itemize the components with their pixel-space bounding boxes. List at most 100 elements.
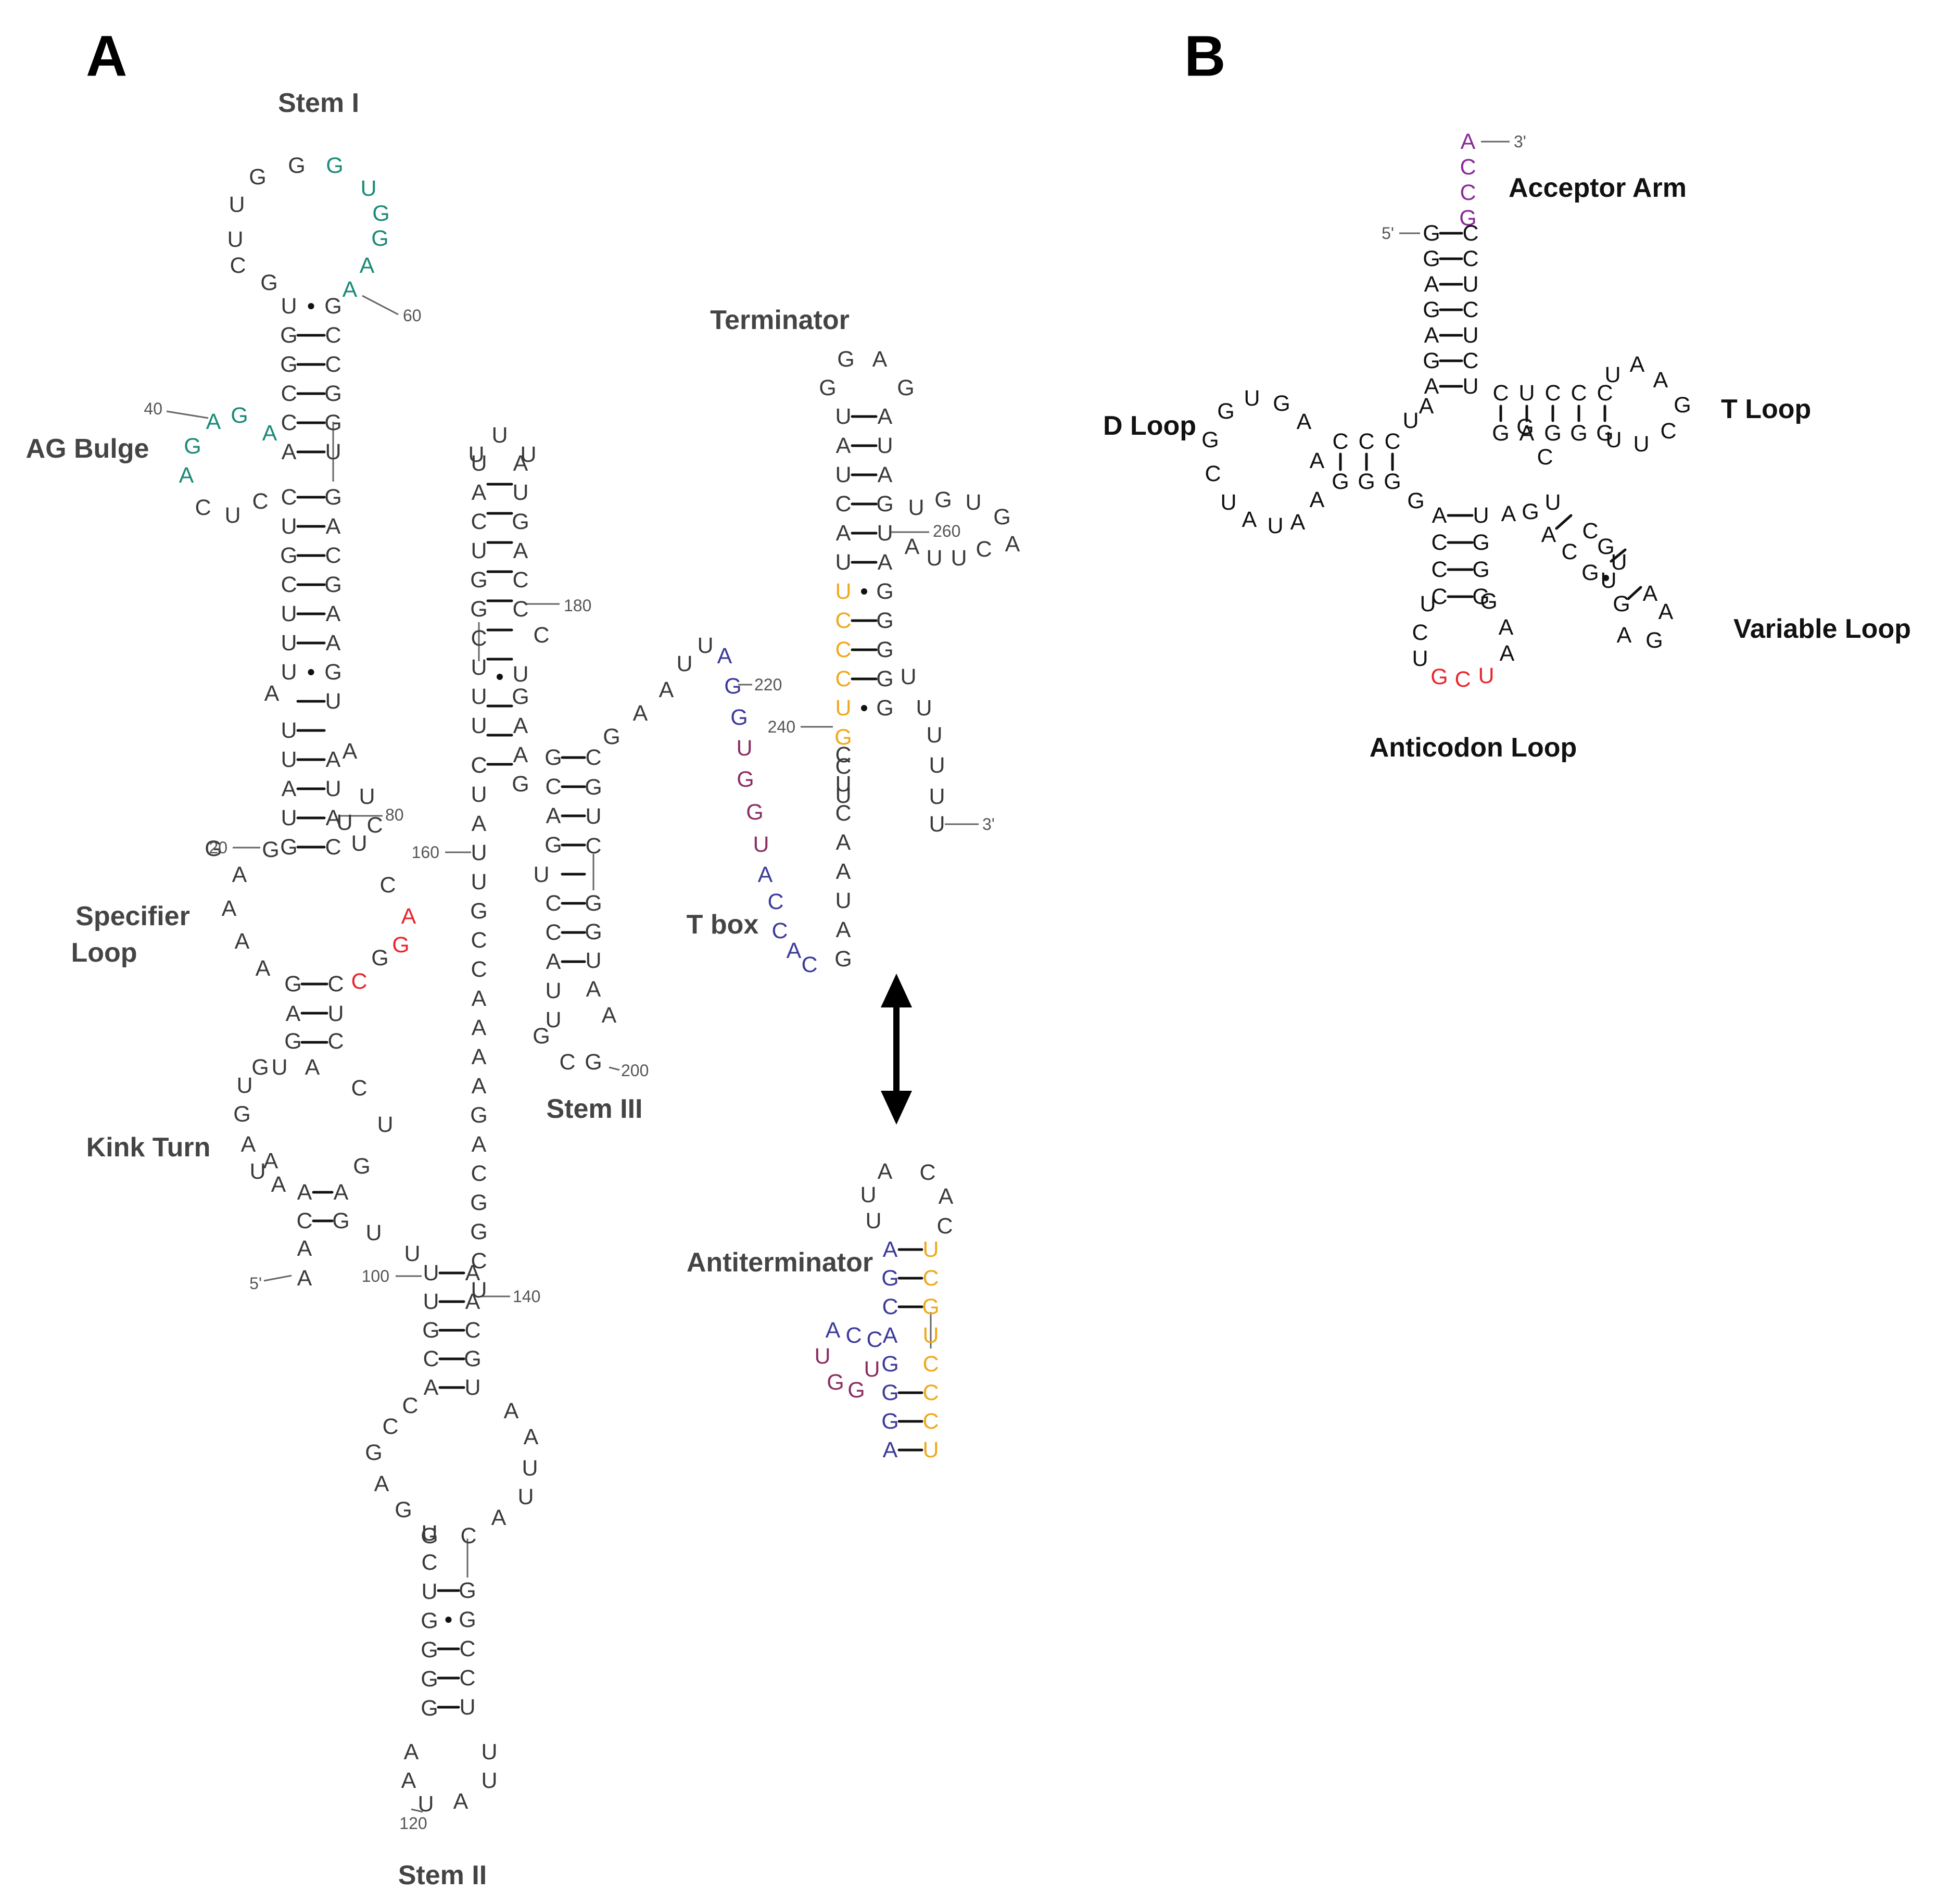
nucleotide: A	[282, 439, 297, 464]
number-220: 220	[754, 675, 782, 694]
nucleotide: C	[1332, 429, 1348, 454]
nucleotide: A	[453, 1789, 468, 1814]
nucleotide: U	[1633, 432, 1649, 457]
nucleotide: C	[325, 323, 341, 348]
nucleotide: U	[471, 782, 487, 807]
nucleotide: A	[297, 1180, 312, 1205]
nucleotide: U	[325, 439, 341, 464]
nucleotide: A	[222, 896, 237, 921]
nucleotide: A	[1630, 352, 1645, 377]
nucleotide: G	[1459, 206, 1476, 231]
nucleotide: G	[470, 899, 487, 924]
number-60: 60	[403, 306, 422, 325]
nucleotide: U	[1462, 323, 1478, 348]
nucleotide: U	[325, 689, 341, 714]
nucleotide: G	[585, 919, 602, 944]
nucleotide: U	[471, 655, 487, 680]
nucleotide: U	[421, 1521, 437, 1546]
nucleotide: U	[417, 1792, 434, 1817]
nucleotide: A	[1500, 641, 1515, 666]
nucleotide: A	[343, 277, 358, 302]
nucleotide: U	[860, 1182, 876, 1207]
number-180: 180	[564, 596, 591, 615]
nucleotide: U	[835, 404, 851, 429]
nucleotide: U	[325, 776, 341, 801]
nucleotide: U	[676, 651, 692, 676]
nucleotide: C	[296, 1208, 312, 1233]
nucleotide: C	[1384, 429, 1400, 454]
nucleotide: U	[922, 1237, 939, 1262]
nucleotide: A	[465, 1289, 480, 1314]
nucleotide: G	[1597, 534, 1614, 559]
nucleotide: G	[324, 572, 341, 597]
nucleotide: C	[919, 1160, 935, 1185]
nucleotide: A	[787, 938, 802, 963]
nucleotide: G	[205, 836, 222, 861]
nucleotide: C	[835, 742, 851, 767]
nucleotide: C	[471, 753, 487, 778]
nucleotide: G	[231, 403, 248, 428]
nucleotide: G	[1570, 421, 1587, 446]
wobble-pair-dot	[497, 674, 503, 680]
nucleotide: G	[1522, 499, 1539, 524]
nucleotide: G	[730, 705, 748, 730]
nucleotide: C	[325, 835, 341, 860]
nucleotide: C	[835, 666, 851, 691]
nucleotide: A	[1419, 394, 1434, 419]
nucleotide: A	[1310, 487, 1325, 512]
nucleotide: A	[305, 1055, 320, 1080]
nucleotide: G	[184, 434, 201, 459]
nucleotide: U	[877, 521, 893, 546]
nucleotide: G	[512, 772, 529, 797]
nucleotide: G	[545, 745, 562, 770]
nucleotide: A	[286, 1001, 301, 1026]
nucleotide: C	[379, 873, 396, 898]
label-ag-bulge: AG Bulge	[26, 434, 149, 464]
nucleotide: G	[922, 1294, 939, 1319]
nucleotide: C	[801, 952, 817, 977]
nucleotide: G	[881, 1380, 898, 1405]
nucleotide: A	[504, 1398, 519, 1423]
nucleotide: U	[227, 227, 243, 252]
nucleotide: U	[471, 451, 487, 476]
number-20: 20	[209, 838, 227, 857]
nucleotide: C	[882, 1294, 898, 1319]
nucleotide: A	[836, 433, 851, 458]
nucleotide: A	[1501, 501, 1516, 526]
nucleotide: C	[351, 1076, 367, 1101]
nucleotide: C	[459, 1666, 475, 1691]
number-tick	[166, 410, 209, 419]
nucleotide: G	[1201, 427, 1219, 452]
wobble-pair-dot	[308, 303, 314, 309]
nucleotide: A	[360, 253, 375, 278]
nucleotide: G	[332, 1208, 349, 1233]
nucleotide: U	[464, 1375, 480, 1400]
nucleotide: C	[771, 918, 788, 943]
panel-a-letter: A	[86, 24, 127, 89]
nucleotide: U	[1402, 408, 1419, 433]
label-kink-turn: Kink Turn	[86, 1132, 211, 1163]
nucleotide: G	[421, 1667, 438, 1692]
nucleotide: G	[1674, 393, 1691, 418]
nucleotide: A	[424, 1375, 439, 1400]
number-260: 260	[933, 522, 960, 540]
nucleotide: U	[281, 805, 297, 830]
nucleotide: U	[459, 1695, 475, 1720]
number-200: 200	[621, 1061, 649, 1080]
nucleotide: G	[421, 1523, 438, 1548]
nucleotide: A	[282, 776, 297, 801]
nucleotide: C	[835, 491, 851, 516]
nucleotide: U	[522, 1456, 538, 1481]
nucleotide: C	[1205, 461, 1221, 486]
nucleotide: U	[926, 546, 942, 571]
nucleotide: C	[1561, 539, 1577, 564]
nucleotide: A	[297, 1266, 312, 1291]
nucleotide: C	[471, 753, 487, 778]
nucleotide: G	[395, 1497, 412, 1522]
nucleotide: U	[1220, 490, 1236, 515]
nucleotide: G	[827, 1370, 844, 1395]
nucleotide: G	[585, 1050, 602, 1075]
nucleotide: C	[460, 1523, 476, 1548]
nucleotide: C	[1462, 246, 1478, 271]
